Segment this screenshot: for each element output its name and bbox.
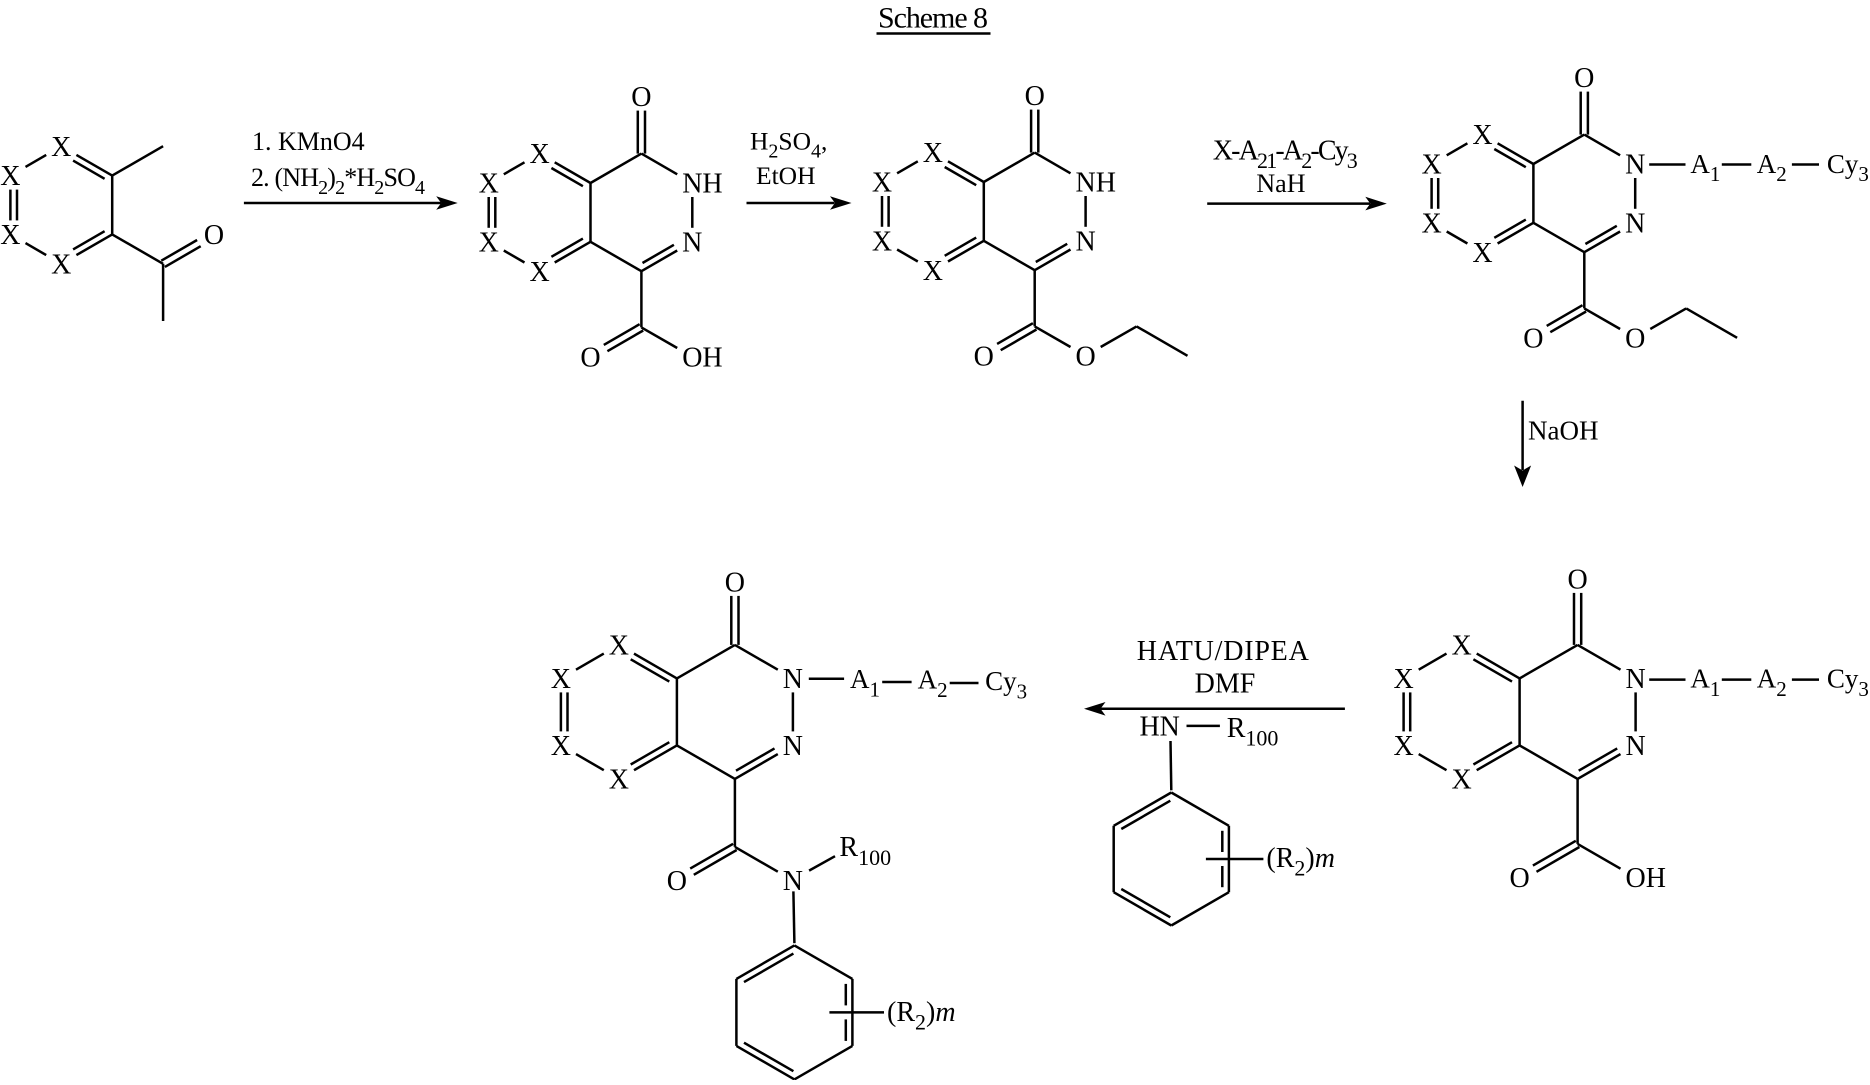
svg-text:(R2)m: (R2)m (887, 997, 956, 1035)
svg-text:O: O (725, 568, 745, 599)
svg-text:N: N (1625, 150, 1645, 181)
svg-text:X: X (609, 631, 629, 662)
svg-text:1. KMnO4: 1. KMnO4 (252, 127, 365, 156)
svg-text:X: X (529, 139, 549, 170)
svg-text:A2: A2 (1757, 664, 1787, 701)
svg-text:N: N (783, 664, 803, 695)
svg-text:EtOH: EtOH (756, 161, 816, 190)
svg-text:X: X (551, 664, 571, 695)
svg-text:Cy3: Cy3 (985, 666, 1027, 703)
svg-text:A1: A1 (850, 664, 880, 701)
svg-text:X: X (51, 249, 71, 280)
svg-text:O: O (1625, 323, 1645, 354)
svg-text:X: X (923, 256, 943, 287)
svg-text:X: X (479, 169, 499, 200)
svg-text:X: X (1393, 731, 1413, 762)
svg-text:O: O (204, 220, 224, 251)
svg-text:X: X (1421, 150, 1441, 181)
svg-text:X: X (551, 731, 571, 762)
svg-text:A1: A1 (1690, 149, 1720, 186)
svg-text:HATU/DIPEA: HATU/DIPEA (1137, 636, 1310, 667)
svg-text:R100: R100 (839, 832, 891, 870)
svg-text:O: O (631, 82, 651, 113)
svg-text:(R2)m: (R2)m (1266, 843, 1335, 881)
svg-text:O: O (1075, 341, 1095, 372)
svg-text:O: O (1025, 81, 1045, 112)
svg-text:X: X (51, 132, 71, 163)
svg-text:X: X (1393, 664, 1413, 695)
svg-text:O: O (1574, 63, 1594, 94)
svg-text:N: N (1625, 664, 1645, 695)
svg-text:X: X (872, 226, 892, 257)
svg-text:NaOH: NaOH (1528, 416, 1598, 446)
svg-text:N: N (783, 731, 803, 762)
svg-text:DMF: DMF (1195, 669, 1256, 700)
svg-text:X: X (1472, 238, 1492, 269)
svg-text:NH: NH (1076, 168, 1116, 199)
svg-text:O: O (580, 342, 600, 373)
svg-text:O: O (1523, 323, 1543, 354)
svg-text:Cy3: Cy3 (1827, 664, 1869, 701)
svg-text:A1: A1 (1690, 664, 1720, 701)
svg-text:R100: R100 (1227, 713, 1279, 751)
svg-text:HN: HN (1139, 712, 1179, 743)
svg-text:X: X (1451, 765, 1471, 796)
svg-text:X: X (479, 227, 499, 258)
svg-text:Cy3: Cy3 (1827, 149, 1869, 186)
svg-text:X: X (0, 161, 20, 192)
svg-text:N: N (682, 227, 702, 258)
svg-text:O: O (974, 341, 994, 372)
svg-text:NaH: NaH (1256, 169, 1305, 198)
svg-text:NH: NH (682, 169, 722, 200)
svg-text:Scheme 8: Scheme 8 (878, 2, 988, 35)
svg-text:X: X (1421, 208, 1441, 239)
svg-text:2. (NH2)2*H2SO4: 2. (NH2)2*H2SO4 (251, 163, 425, 199)
svg-text:O: O (1567, 565, 1587, 596)
svg-text:OH: OH (682, 342, 722, 373)
svg-text:X: X (529, 257, 549, 288)
svg-text:OH: OH (1626, 863, 1666, 894)
svg-text:N: N (1075, 226, 1095, 257)
svg-text:O: O (667, 866, 687, 897)
svg-text:N: N (1625, 731, 1645, 762)
svg-text:N: N (1625, 208, 1645, 239)
svg-text:X: X (923, 138, 943, 169)
svg-text:X: X (609, 765, 629, 796)
svg-text:H2SO4,: H2SO4, (750, 127, 827, 163)
svg-text:N: N (783, 866, 803, 897)
svg-text:X: X (0, 220, 20, 251)
svg-text:A2: A2 (918, 665, 948, 702)
svg-text:A2: A2 (1757, 149, 1787, 186)
svg-text:X: X (1472, 120, 1492, 151)
svg-text:X: X (1451, 631, 1471, 662)
svg-text:O: O (1509, 863, 1529, 894)
svg-text:X-A21-A2-Cy3: X-A21-A2-Cy3 (1213, 136, 1358, 174)
svg-text:X: X (872, 168, 892, 199)
